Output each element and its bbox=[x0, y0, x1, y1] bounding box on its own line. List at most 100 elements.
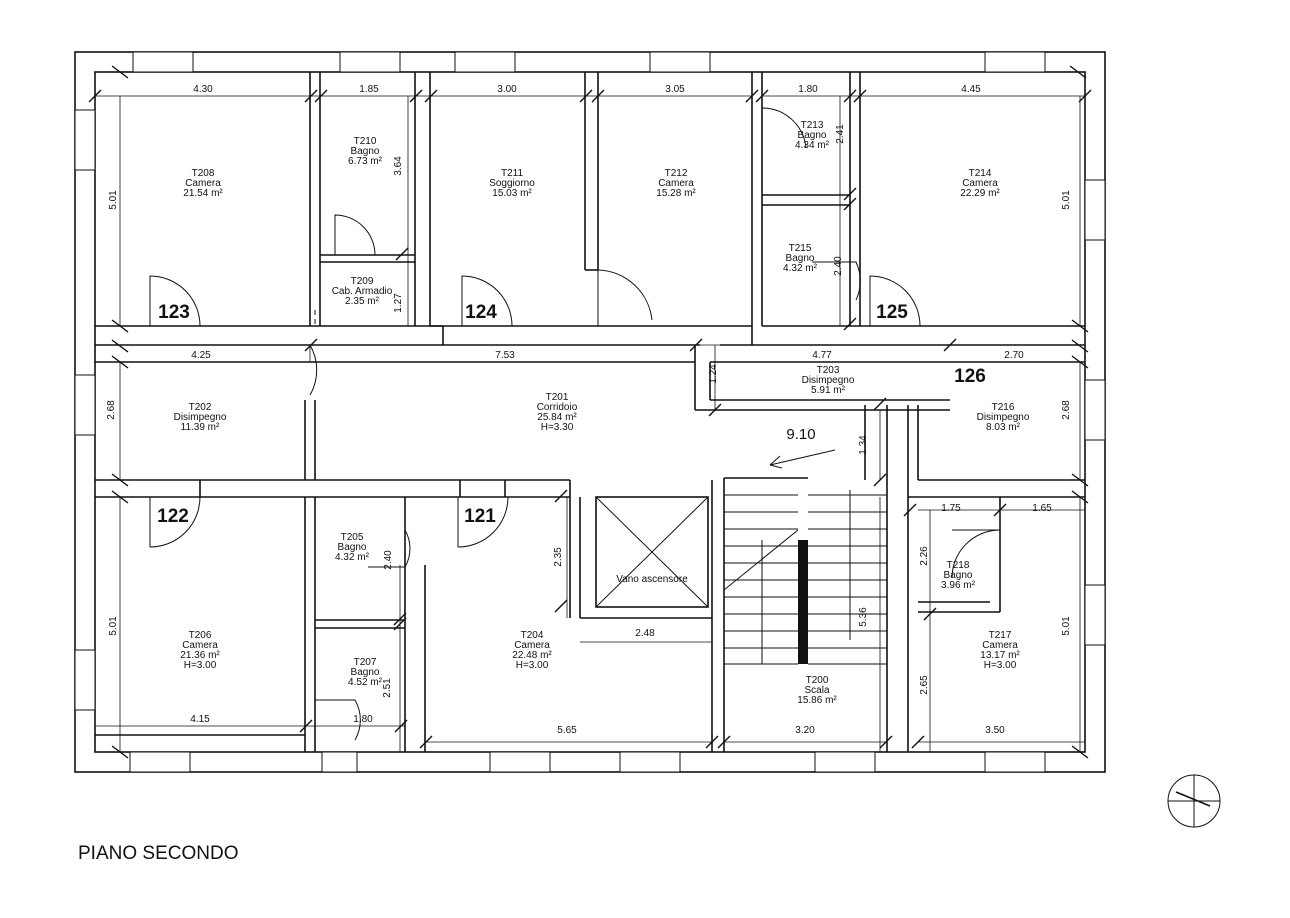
room-area: 21.36 m² bbox=[180, 650, 220, 661]
room-code: T213 bbox=[801, 120, 824, 131]
dimension-value: 1.27 bbox=[393, 293, 404, 313]
dimension-value: 5.01 bbox=[108, 190, 119, 210]
dimension-value: 5.01 bbox=[108, 616, 119, 636]
room-height: H=3.30 bbox=[541, 422, 574, 433]
dimension-value: 2.40 bbox=[383, 550, 394, 570]
dimension-value: 2.26 bbox=[919, 546, 930, 566]
room-type: Camera bbox=[182, 640, 218, 651]
room-code: T204 bbox=[521, 630, 544, 641]
dimension-value: 7.53 bbox=[495, 350, 515, 361]
dimension-value: 5.36 bbox=[858, 607, 869, 627]
room-area: 25.84 m² bbox=[537, 412, 577, 423]
dimension-value: 2.68 bbox=[1061, 400, 1072, 420]
floor-title: PIANO SECONDO bbox=[78, 843, 239, 864]
room-area: 5.91 m² bbox=[811, 385, 846, 396]
room-type: Corridoio bbox=[537, 402, 578, 413]
room-code: T205 bbox=[341, 532, 364, 543]
dimension-value: 3.64 bbox=[393, 156, 404, 176]
room-area: 15.86 m² bbox=[797, 695, 837, 706]
dimension-value: 1.85 bbox=[359, 84, 379, 95]
room-type: Scala bbox=[804, 685, 829, 696]
room-height: H=3.00 bbox=[984, 660, 1017, 671]
room-type: Camera bbox=[962, 178, 998, 189]
dimension-value: 3.20 bbox=[795, 725, 815, 736]
room-code: T217 bbox=[989, 630, 1012, 641]
room-area: 4.34 m² bbox=[795, 140, 830, 151]
room-code: T202 bbox=[189, 402, 212, 413]
apartment-number: 123 bbox=[158, 302, 190, 323]
dimension-value: 2.68 bbox=[106, 400, 117, 420]
room-area: 22.29 m² bbox=[960, 188, 1000, 199]
dimension-value: 1.80 bbox=[798, 84, 818, 95]
apartment-number: 121 bbox=[464, 506, 496, 527]
dimension-value: 3.05 bbox=[665, 84, 685, 95]
room-area: 22.48 m² bbox=[512, 650, 552, 661]
dimension-value: 3.00 bbox=[497, 84, 517, 95]
dimension-lines bbox=[95, 95, 1085, 752]
room-area: 15.28 m² bbox=[656, 188, 696, 199]
room-type: Soggiorno bbox=[489, 178, 535, 189]
room-code: T211 bbox=[501, 168, 523, 179]
dimension-value: 2.35 bbox=[553, 547, 564, 567]
dimension-value: 1.80 bbox=[353, 714, 373, 725]
room-code: T212 bbox=[665, 168, 688, 179]
stair-direction-arrow-icon bbox=[769, 449, 836, 469]
room-code: T215 bbox=[789, 243, 812, 254]
apartment-number: 122 bbox=[157, 506, 189, 527]
outer-walls bbox=[74, 51, 1106, 773]
room-type: Bagno bbox=[798, 130, 827, 141]
room-type: Camera bbox=[658, 178, 694, 189]
room-area: 13.17 m² bbox=[980, 650, 1020, 661]
dimension-value: 4.15 bbox=[190, 714, 210, 725]
room-code: T209 bbox=[351, 276, 374, 287]
room-area: 15.03 m² bbox=[492, 188, 532, 199]
room-code: T218 bbox=[947, 560, 970, 571]
room-code: T203 bbox=[817, 365, 840, 376]
doors bbox=[149, 107, 1001, 741]
room-area: 11.39 m² bbox=[181, 422, 220, 433]
room-area: 2.35 m² bbox=[345, 296, 380, 307]
dimension-value: 4.25 bbox=[191, 350, 211, 361]
dimension-value: 5.01 bbox=[1061, 616, 1072, 636]
dimension-value: 5.65 bbox=[557, 725, 577, 736]
room-area: 21.54 m² bbox=[183, 188, 223, 199]
room-area: 4.52 m² bbox=[348, 677, 383, 688]
dimension-value: 9.10 bbox=[786, 426, 815, 443]
room-area: 8.03 m² bbox=[986, 422, 1021, 433]
room-area: 4.32 m² bbox=[335, 552, 370, 563]
dimension-value: 2.51 bbox=[382, 678, 393, 698]
room-code: T207 bbox=[354, 657, 377, 668]
apartment-number: 126 bbox=[954, 366, 986, 387]
room-type: Disimpegno bbox=[174, 412, 227, 423]
dimension-value: 4.77 bbox=[812, 350, 832, 361]
room-code: T200 bbox=[806, 675, 829, 686]
room-code: T210 bbox=[354, 136, 377, 147]
room-area: 4.32 m² bbox=[783, 263, 818, 274]
room-code: T216 bbox=[992, 402, 1015, 413]
room-type: Camera bbox=[185, 178, 221, 189]
dimension-value: 2.48 bbox=[635, 628, 655, 639]
room-type: Disimpegno bbox=[802, 375, 855, 386]
windows bbox=[74, 51, 1106, 773]
dimension-value: 4.30 bbox=[193, 84, 213, 95]
north-compass-icon bbox=[1167, 774, 1221, 828]
room-type: Bagno bbox=[338, 542, 367, 553]
dimension-value: 5.01 bbox=[1061, 190, 1072, 210]
dimension-value: 2.41 bbox=[835, 124, 846, 144]
interior-walls bbox=[95, 72, 1085, 753]
dimension-value: 1.34 bbox=[858, 435, 869, 455]
room-code: T201 bbox=[546, 392, 569, 403]
dimension-value: 1.65 bbox=[1032, 503, 1052, 514]
room-type: Cab. Armadio bbox=[332, 286, 393, 297]
dimension-value: 1.24 bbox=[708, 364, 719, 384]
elevator-label: Vano ascensore bbox=[616, 574, 688, 585]
dimension-value: 2.65 bbox=[919, 675, 930, 695]
room-code: T206 bbox=[189, 630, 212, 641]
room-height: H=3.00 bbox=[184, 660, 217, 671]
dimension-value: 2.40 bbox=[833, 256, 844, 276]
room-type: Disimpegno bbox=[977, 412, 1030, 423]
